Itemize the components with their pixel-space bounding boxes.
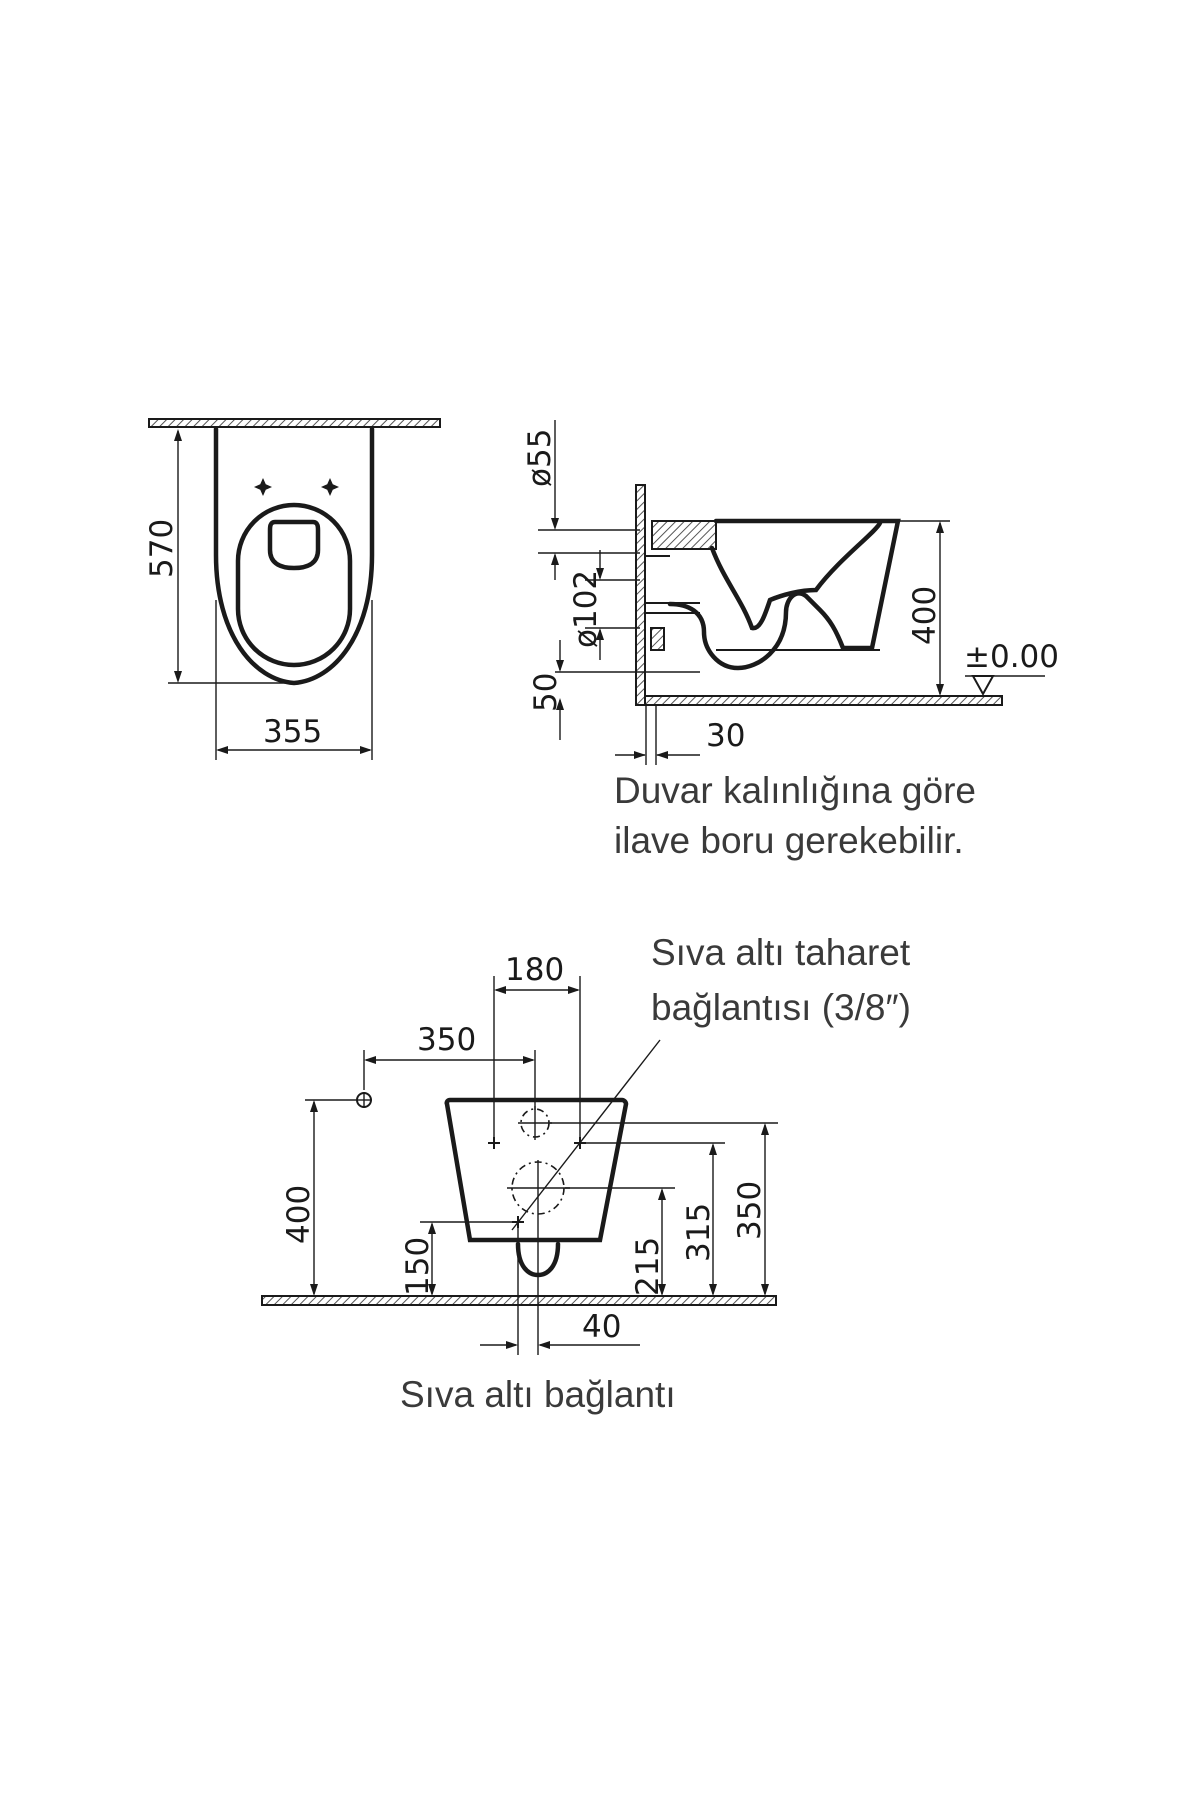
dim-215-label: 215: [630, 1237, 666, 1296]
bowl-outline-side: [667, 518, 901, 671]
dim-pipe-bottom-label: ø102: [568, 570, 604, 648]
bidet-label-line-2: bağlantısı (3/8″): [651, 987, 911, 1028]
front-view: 180 350 400 150 215 315: [261, 932, 911, 1415]
dim-400-label: 400: [281, 1185, 317, 1244]
bowl-inner-side: [709, 520, 883, 631]
dim-wall-label: 30: [706, 718, 745, 754]
bowl-outline-front: [444, 1097, 629, 1243]
note-line-1: Duvar kalınlığına göre: [614, 770, 976, 811]
seat-ring: [235, 502, 353, 668]
floor-hatch-side: [644, 695, 1003, 706]
note-line-2: ilave boru gerekebilir.: [614, 820, 964, 861]
dim-height-label: 400: [907, 586, 943, 645]
fixing-point-icon: [321, 478, 339, 496]
dim-315-label: 315: [681, 1203, 717, 1262]
dim-depth-label: 570: [144, 519, 180, 578]
dim-pipe-top-label: ø55: [522, 429, 558, 487]
dim-40-label: 40: [582, 1309, 621, 1345]
level-label: ±0.00: [964, 639, 1059, 675]
dim-150-label: 150: [400, 1237, 436, 1296]
dim-width-label: 355: [263, 714, 322, 750]
dim-350-vertical-label: 350: [732, 1181, 768, 1240]
connection-block: [651, 520, 717, 550]
connection-block-lower: [650, 627, 665, 651]
bidet-connection-icon: [356, 1092, 372, 1108]
floor-hatch-front: [261, 1295, 777, 1306]
seat-cover: [267, 519, 321, 571]
dim-offset-label: 50: [528, 673, 564, 712]
dim-180-label: 180: [505, 952, 564, 988]
front-caption: Sıva altı bağlantı: [400, 1374, 676, 1415]
top-view: 570 355: [144, 418, 441, 760]
fixing-point-icon: [254, 478, 272, 496]
wall-hatch-side: [635, 484, 646, 706]
level-marker-icon: [971, 675, 995, 697]
dim-350-horizontal-label: 350: [417, 1022, 476, 1058]
side-view: 400 ±0.00 ø55 ø102 50 30 Duvar: [522, 420, 1059, 861]
wall-hatch-top: [148, 418, 441, 428]
bidet-label-line-1: Sıva altı taharet: [651, 932, 911, 973]
